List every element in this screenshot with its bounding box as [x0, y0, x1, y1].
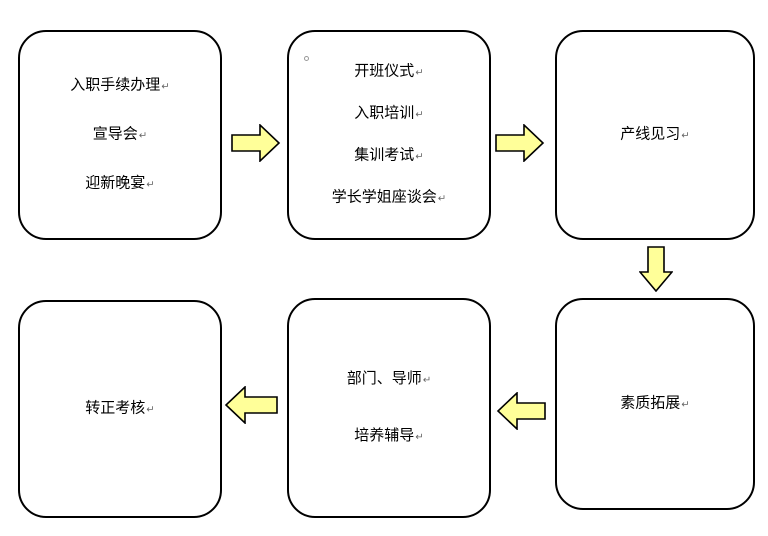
step-line: 迎新晚宴↵: [85, 174, 154, 195]
return-mark: ↵: [422, 375, 432, 386]
return-mark: ↵: [415, 67, 424, 79]
step-line-text: 入职手续办理: [70, 75, 161, 94]
step-box-onboarding: 入职手续办理↵ 宣导会↵ 迎新晚宴↵: [18, 30, 222, 240]
arrow-down-icon: [639, 246, 673, 292]
arrow-left-icon: [224, 386, 278, 424]
return-mark: ↵: [415, 432, 424, 443]
step-line-text: 转正考核: [85, 398, 146, 417]
step-line-text: 培养辅导: [354, 426, 415, 444]
step-box-internship: 产线见习↵: [555, 30, 755, 240]
step-line-text: 宣导会: [92, 124, 138, 143]
step-line: 产线见习↵: [620, 125, 689, 146]
step-box-expansion: 素质拓展↵: [555, 298, 755, 510]
step-box-mentoring: 部门、导师↵ 培养辅导↵: [287, 298, 491, 518]
arrow-shape: [231, 124, 281, 162]
step-line: 入职手续办理↵: [70, 76, 169, 97]
step-line: 开班仪式↵: [354, 62, 423, 83]
step-line-text: 产线见习: [620, 124, 681, 143]
step-line-text: 集训考试: [354, 145, 415, 164]
step-line-text: 学长学姐座谈会: [331, 187, 437, 206]
return-mark: ↵: [415, 109, 424, 121]
step-line-text: 开班仪式: [354, 61, 415, 80]
step-box-training: 开班仪式↵ 入职培训↵ 集训考试↵ 学长学姐座谈会↵: [287, 30, 491, 240]
return-mark: ↵: [681, 130, 690, 142]
step-line: 培养辅导↵: [354, 426, 423, 447]
arrow-right-icon: [231, 124, 281, 162]
step-line-text: 入职培训: [354, 103, 415, 122]
return-mark: ↵: [437, 193, 447, 205]
return-mark: ↵: [138, 130, 148, 142]
step-line: 宣导会↵: [93, 125, 147, 146]
small-circle-icon: [304, 56, 309, 61]
step-line-text: 素质拓展: [620, 393, 681, 412]
step-line-text: 部门、导师: [346, 369, 422, 387]
step-line-text: 迎新晚宴: [85, 173, 146, 192]
arrow-shape: [495, 124, 545, 162]
step-line: 部门、导师↵: [347, 369, 431, 390]
step-box-regularization: 转正考核↵: [18, 300, 222, 518]
arrow-shape: [496, 392, 546, 430]
step-line: 转正考核↵: [85, 399, 154, 420]
return-mark: ↵: [161, 81, 170, 93]
step-line: 集训考试↵: [354, 146, 423, 167]
arrow-shape: [639, 246, 673, 292]
arrow-right-icon: [495, 124, 545, 162]
return-mark: ↵: [681, 399, 690, 411]
return-mark: ↵: [415, 151, 424, 163]
step-line: 素质拓展↵: [620, 394, 689, 415]
step-line: 入职培训↵: [354, 104, 423, 125]
return-mark: ↵: [146, 179, 155, 191]
step-line: 学长学姐座谈会↵: [332, 188, 446, 209]
arrow-left-icon: [496, 392, 546, 430]
return-mark: ↵: [146, 404, 155, 416]
arrow-shape: [224, 386, 278, 424]
